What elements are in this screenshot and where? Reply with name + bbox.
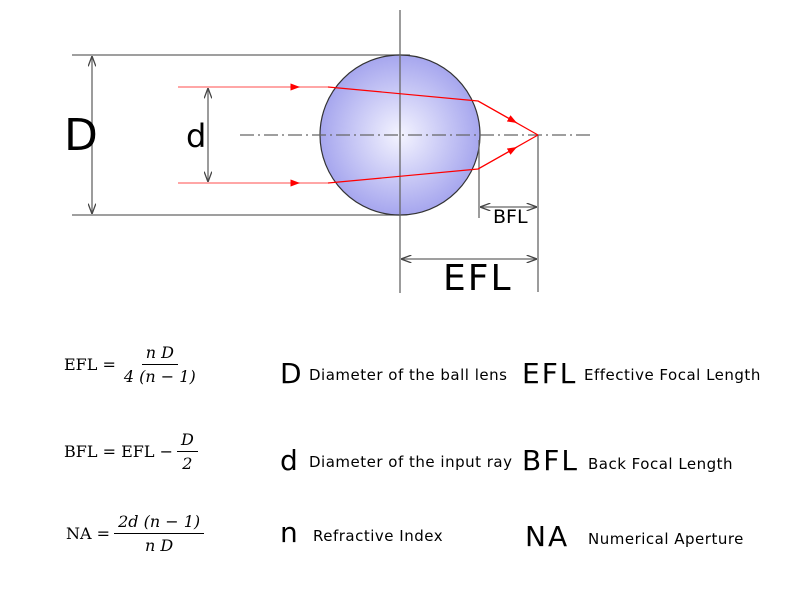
label-BFL: BFL <box>493 206 528 228</box>
denominator: 4 (n − 1) <box>123 367 196 386</box>
ray-bottom-arrow <box>477 146 518 170</box>
legend-desc-NA: Numerical Aperture <box>588 530 744 548</box>
legend-desc-n: Refractive Index <box>313 527 444 545</box>
legend-desc-D: Diameter of the ball lens <box>309 366 508 384</box>
numerator: n D <box>141 343 178 365</box>
formula-lhs: EFL <box>64 355 98 374</box>
legend-symbol-BFL: BFL <box>522 444 579 477</box>
numerator: D <box>176 430 198 452</box>
formula-eq: = <box>102 355 116 374</box>
label-d: d <box>186 117 207 155</box>
denominator: n D <box>144 536 174 555</box>
formula-lhs: NA <box>66 524 92 543</box>
formula-rhs: EFL − <box>121 442 173 461</box>
formula-eq: = <box>96 524 111 543</box>
fraction: 2d (n − 1) n D <box>114 512 205 555</box>
legend-desc-EFL: Effective Focal Length <box>584 366 761 384</box>
legend-symbol-n: n <box>280 516 298 549</box>
legend-desc-d: Diameter of the input ray <box>309 453 513 471</box>
label-D: D <box>64 110 98 161</box>
formula-efl: EFL = n D 4 (n − 1) <box>64 343 204 386</box>
legend-symbol-EFL: EFL <box>522 357 578 390</box>
formula-na: NA = 2d (n − 1) n D <box>66 512 208 555</box>
numerator: 2d (n − 1) <box>114 512 205 534</box>
denominator: 2 <box>182 454 193 473</box>
fraction: n D 4 (n − 1) <box>120 343 200 386</box>
ray-top-arrow <box>477 100 518 124</box>
formula-eq: = <box>102 442 116 461</box>
legend-symbol-d: d <box>280 444 298 477</box>
ball-lens-diagram <box>72 10 592 293</box>
legend-symbol-D: D <box>280 357 302 390</box>
label-EFL: EFL <box>443 258 513 299</box>
legend-desc-BFL: Back Focal Length <box>588 455 734 473</box>
formula-lhs: BFL <box>64 442 98 461</box>
legend-symbol-NA: NA <box>525 520 570 553</box>
